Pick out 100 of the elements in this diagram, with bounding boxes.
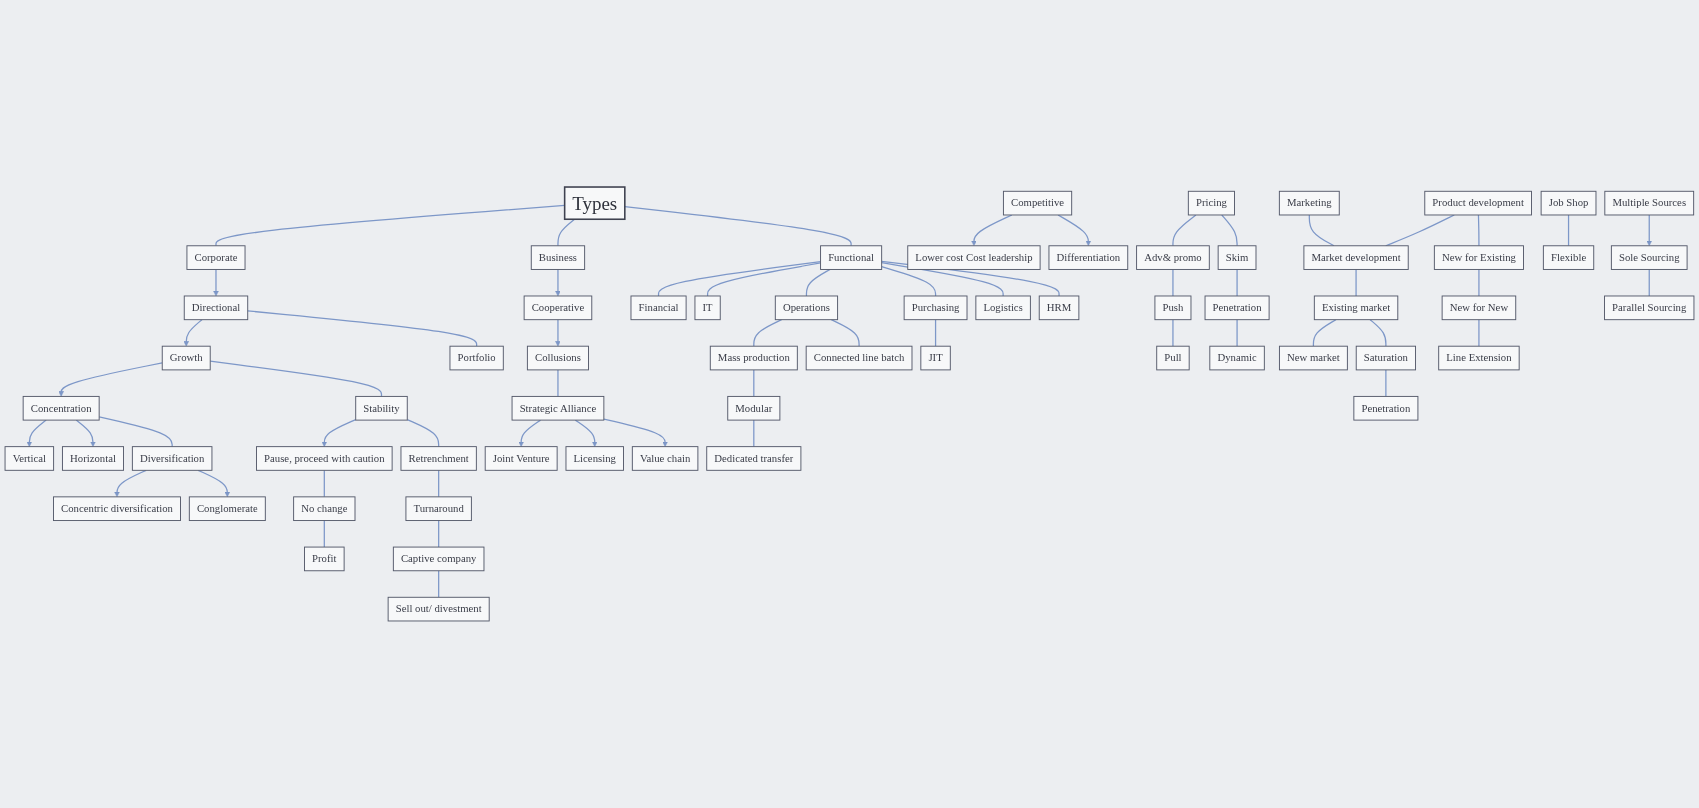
connector — [830, 319, 860, 347]
node-box: Vertical — [4, 446, 55, 471]
node-box: Parallel Sourcing — [1604, 295, 1695, 321]
node-box: Mass production — [709, 345, 798, 371]
node-box: Adv& promo — [1136, 245, 1210, 270]
connector — [1308, 214, 1335, 247]
arrow — [321, 418, 357, 447]
node-box: Diversification — [131, 446, 213, 471]
arrow — [26, 419, 47, 447]
connector — [1355, 268, 1357, 297]
connector — [247, 310, 478, 347]
connector — [1236, 319, 1238, 347]
connector — [1369, 319, 1387, 347]
connector — [1567, 214, 1570, 247]
node-box: New for Existing — [1433, 245, 1524, 270]
arrow — [213, 268, 219, 297]
node-box: Sole Sourcing — [1610, 245, 1688, 270]
node-box: Licensing — [565, 446, 624, 471]
node-box: Turnaround — [405, 496, 472, 521]
connector — [557, 218, 576, 247]
connector — [934, 319, 937, 347]
node-box: Line Extension — [1438, 345, 1520, 371]
node-box: Corporate — [186, 245, 246, 270]
arrow — [603, 418, 668, 447]
connector — [209, 360, 383, 398]
connector — [98, 416, 173, 448]
arrow — [114, 469, 147, 498]
node-box: Value chain — [631, 446, 699, 471]
node-box: Lower cost Cost leadership — [907, 245, 1041, 270]
node-box: Differentiation — [1048, 245, 1129, 270]
connector — [438, 519, 440, 548]
connector — [323, 469, 325, 498]
connector — [624, 205, 852, 247]
node-box: Types — [563, 186, 626, 221]
connector — [1478, 319, 1480, 347]
connector — [1172, 319, 1174, 347]
node-box: Profit — [304, 546, 345, 572]
node-box: Business — [530, 245, 586, 270]
node-box: Stability — [355, 395, 408, 421]
node-box: Retrenchment — [400, 446, 477, 471]
connector — [323, 519, 325, 548]
connector — [1477, 214, 1480, 247]
node-box: Marketing — [1278, 190, 1340, 216]
connector — [438, 570, 440, 598]
node-box: Existing market — [1313, 295, 1399, 321]
node-box: Concentric diversification — [53, 496, 181, 521]
node-box: Sell out/ divestment — [387, 596, 490, 622]
node-box: Modular — [727, 395, 781, 421]
arrow — [75, 419, 96, 447]
connector — [406, 418, 440, 448]
node-box: Portfolio — [449, 345, 504, 371]
node-box: Horizontal — [61, 446, 124, 471]
connector — [1172, 268, 1174, 297]
arrow — [574, 419, 598, 447]
connector — [706, 262, 822, 297]
arrow — [555, 319, 561, 347]
connector — [1478, 268, 1480, 297]
node-box: Directional — [183, 295, 249, 321]
connector — [1648, 268, 1650, 297]
node-box: Captive company — [392, 546, 485, 572]
node-box: Skim — [1217, 245, 1257, 270]
node-box: Pause, proceed with caution — [256, 446, 393, 471]
connector — [753, 419, 755, 448]
arrow — [1057, 214, 1092, 246]
connector — [1236, 268, 1238, 297]
node-box: Competitive — [1002, 190, 1073, 216]
arrow — [58, 362, 163, 397]
node-box: Job Shop — [1540, 190, 1597, 216]
node-box: Pricing — [1187, 190, 1235, 216]
node-box: Connected line batch — [805, 345, 913, 371]
arrow — [971, 214, 1013, 246]
node-box: Growth — [161, 345, 211, 371]
connector — [438, 469, 440, 498]
connector — [805, 268, 831, 297]
node-box: Purchasing — [903, 295, 968, 321]
node-box: Concentration — [22, 395, 100, 421]
arrow — [555, 268, 561, 297]
node-box: Pull — [1156, 345, 1190, 371]
node-box: Collusions — [526, 345, 589, 371]
connector — [753, 369, 755, 398]
node-box: No change — [293, 496, 356, 521]
node-box: Penetration — [1204, 295, 1270, 321]
node-box: Saturation — [1355, 345, 1416, 371]
connector — [657, 260, 822, 297]
arrow — [1646, 214, 1652, 246]
node-box: Push — [1154, 295, 1192, 321]
connector — [1312, 319, 1337, 347]
node-box: New market — [1278, 345, 1348, 371]
node-box: New for New — [1441, 295, 1517, 321]
connector — [557, 369, 559, 398]
connector — [753, 319, 783, 347]
node-box: Logistics — [975, 295, 1031, 321]
connector — [1172, 214, 1197, 247]
node-box: Joint Venture — [484, 446, 558, 471]
arrow — [518, 419, 542, 447]
node-box: Operations — [774, 295, 839, 321]
connector — [1221, 214, 1238, 247]
node-box: HRM — [1038, 295, 1080, 321]
node-box: Product development — [1424, 190, 1532, 216]
node-box: Dynamic — [1209, 345, 1265, 371]
